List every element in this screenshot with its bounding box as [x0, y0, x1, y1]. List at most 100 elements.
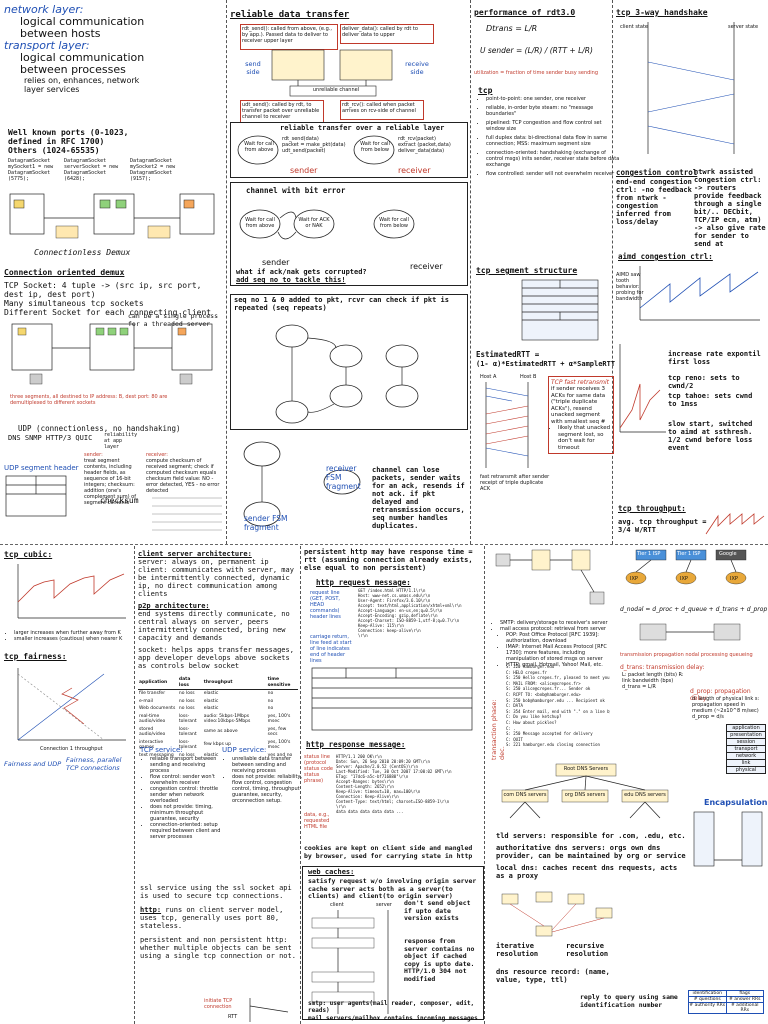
rdt-channel-diagram [271, 49, 393, 97]
udp-protocols: DNS SNMP HTTP/3 QUIC [8, 434, 93, 442]
protocol-stack: application presentation session transpo… [726, 724, 766, 774]
stack-layer: link [726, 760, 766, 767]
encapsulation-title: Encapsulation [704, 798, 768, 807]
tcp-feature: full duplex data: bi-directional data fl… [486, 135, 622, 147]
ixp-label: IXP [680, 576, 688, 582]
fast-retransmit-box: TCP fast retransmit if sender receives 3… [548, 376, 614, 454]
rdt2-receiver-label: receiver [410, 262, 443, 271]
recursive-label: recursive resolution [566, 942, 609, 958]
cs-title: client server architecture: [138, 550, 252, 558]
header-lines-label: header lines [310, 614, 341, 620]
smtp-ua-note: smtp: user agents(mail reader, composer,… [308, 1000, 475, 1014]
status-line-label: status line (protocol status code status… [304, 754, 334, 784]
socket-note: socket: helps apps transfer messages, ap… [138, 646, 294, 670]
wait-above-state: Wait for call from above [245, 217, 275, 229]
table-cell: same as above [203, 729, 238, 735]
cwnd-chart [619, 344, 666, 433]
dns-field: # questions [689, 997, 727, 1002]
estimated-rtt-2: (1- α)*EstimatedRTT + α*SampleRTT [476, 360, 616, 368]
dns-field: # additional RRs [730, 1003, 759, 1013]
net-assisted-congestion: ntwrk assisted congestion ctrl: -> route… [694, 168, 766, 248]
table-cell: yes and no [267, 752, 293, 758]
port-ranges: Well known ports (0-1023, defined in RFC… [8, 128, 128, 155]
wait-above-state: Wait for call from above [244, 141, 274, 153]
tcp-service-title: TCP service: [140, 746, 183, 754]
fairness-axis-label: Connection 1 throughput [40, 746, 103, 752]
e2e-congestion: end-end congestion ctrl: -no feedback fr… [616, 178, 692, 226]
cache-client-label: client [330, 902, 344, 908]
table-cell: no loss [178, 691, 195, 696]
table-cell: elastic [203, 691, 219, 696]
rdt1-sender-label: sender [290, 166, 318, 175]
column-divider [226, 0, 227, 544]
data-label: data, e.g., requested HTML file [304, 812, 330, 830]
udp-segment-title: UDP segment header [4, 464, 79, 472]
tcp-service-list: reliable transport between sending and r… [140, 756, 226, 840]
wait-below-state: Wait for call from below [360, 141, 390, 153]
column-divider [300, 546, 301, 1024]
rdt-title: reliable data transfer [230, 10, 350, 20]
table-cell: no loss [178, 698, 195, 704]
http-title: http: [140, 906, 162, 914]
table-cell: file transfer [139, 691, 166, 696]
threaded-server-note: can be a single process for a threaded s… [128, 312, 219, 328]
cs-body: server: always on, permanent ip client: … [138, 558, 294, 598]
stack-layer: presentation [726, 732, 766, 739]
dns-resolution-diagram [501, 891, 613, 937]
rdt1-receiver-label: receiver [398, 166, 431, 175]
tcp-service-item: flow control: sender won't overwhelm rec… [150, 774, 226, 786]
throughput-title: tcp throughput: [618, 504, 686, 513]
network-layer-body: logical communication between hosts [20, 15, 145, 40]
stack-layer: transport [726, 746, 766, 753]
tld-label: org DNS servers [564, 792, 606, 798]
conn-demux-line: TCP Socket: 4 tuple -> (src ip, src port… [4, 281, 202, 299]
web-cache-title: web caches: [308, 868, 355, 876]
datagram-code-2: DatagramSocket serverSocket = new Datagr… [64, 158, 119, 182]
throughput-sawtooth [705, 513, 765, 535]
stack-layer: session [726, 739, 766, 746]
aimd-sawtooth [639, 266, 760, 321]
rdt2-question: what if ack/nak gets corrupted? [236, 268, 367, 276]
rtt-label: RTT [228, 1014, 238, 1020]
checksum-example [152, 497, 222, 531]
fast-retransmit-note: likely that unacked segment lost, so don… [558, 425, 611, 451]
tcp-feature: reliable, in-order byte steam: no "messa… [486, 105, 622, 117]
trans-delay-body: L: packet length (bits) R: link bandwidt… [622, 672, 684, 690]
host-b-label: Host B [520, 374, 537, 380]
isp-tiers-diagram [625, 549, 747, 585]
web-cache-body: satisfy request w/o involving origin ser… [308, 877, 477, 900]
column-divider [134, 546, 135, 1024]
table-cell: elastic [203, 698, 219, 704]
ssl-note: ssl service using the ssl socket api is … [140, 884, 292, 900]
fast-retransmit-body: if sender receives 3 ACKs for same data … [551, 386, 606, 425]
host-a-label: Host A [480, 374, 497, 380]
app-requirements-table: application data loss throughput time se… [138, 676, 298, 759]
fairness-parallel: Fairness, parallel TCP connections [66, 756, 122, 772]
transport-sub-bullet: relies on, enhances, network layer servi… [24, 76, 140, 94]
conn-demux-line: Many simultaneous tcp sockets [4, 299, 144, 308]
connection-demux-diagram [11, 323, 213, 385]
checksum-label: checksum [100, 496, 139, 505]
slow-start: slow start, switched to aimd at ssthresh… [668, 420, 753, 452]
crlf-label: carriage return, line feed at start of l… [310, 634, 352, 664]
rdt1-send-action: rdt_send(data) packet = make_pkt(data) u… [282, 136, 346, 154]
tcp-reno: tcp reno: sets to cwnd/2 [668, 374, 740, 390]
smtp-bullets: SMTP: delivery/storage to receiver's ser… [490, 620, 618, 668]
http-body: runs on client server model, uses tcp, g… [140, 906, 284, 930]
udp-segment-diagram [5, 475, 67, 517]
tcp-service-item: reliable transport between sending and r… [150, 756, 226, 774]
tcp-segment-title: tcp segment structure [476, 266, 578, 275]
dns-field: # authority RRs [689, 1003, 727, 1013]
conditional-response: response from server contains no object … [404, 937, 475, 983]
table-cell: no loss [178, 706, 195, 711]
tier-label: Google [719, 551, 737, 557]
prop-delay-body: d: length of physical link s: propagatio… [692, 696, 760, 720]
receive-side-label: receive side [405, 60, 429, 76]
tcp-service-item: congestion control: throttle sender when… [150, 786, 226, 804]
transport-layer-heading: transport layer: [4, 39, 90, 52]
stack-layer: physical [726, 767, 766, 774]
